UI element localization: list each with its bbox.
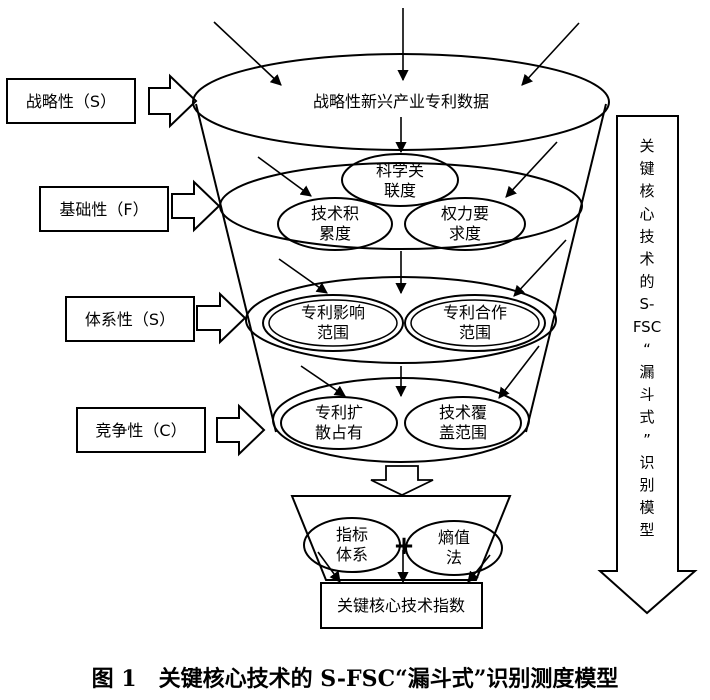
node-tech-accumulation-text-1: 技术积 [311, 204, 359, 223]
node-spread-text-1: 专利扩 [315, 403, 363, 422]
node-indicator-text-1: 指标 [336, 525, 368, 544]
node-spread-ellipse [280, 396, 398, 450]
arrow-to-influence [278, 258, 328, 294]
right-arrow-char: 型 [639, 521, 654, 539]
node-indicator-text-2: 体系 [336, 545, 368, 564]
label-competition: 竞争性（C） [95, 421, 186, 440]
arrow-in-top-right [521, 22, 580, 86]
node-entropy-ellipse [405, 520, 503, 576]
node-entropy-text-2: 法 [446, 548, 462, 567]
right-arrow-char: 斗 [639, 386, 654, 404]
node-entropy-text-1: 熵值 [438, 528, 470, 547]
arrow-to-output-left [317, 551, 341, 583]
right-arrow-char: FSC [633, 318, 661, 336]
right-arrow-char: 模 [639, 499, 654, 517]
node-influence-ellipse [262, 294, 404, 352]
down-block-arrow [370, 465, 434, 496]
block-arrow-foundation [171, 179, 221, 233]
right-arrow-char: ” [643, 431, 651, 449]
right-arrow-char: 键 [639, 160, 654, 178]
right-big-down-arrow [597, 115, 698, 615]
output-text: 关键核心技术指数 [337, 596, 465, 615]
arrow-to-output-right [467, 554, 491, 583]
node-tech-accumulation-ellipse [277, 197, 393, 251]
node-influence-text-2: 范围 [317, 323, 349, 342]
label-box-system [65, 296, 195, 342]
right-arrow-char: 关 [639, 137, 654, 155]
right-arrow-char: 技 [639, 227, 654, 245]
arrow-to-cooperation [513, 239, 567, 297]
node-influence-ellipse-inner [268, 299, 398, 347]
node-cooperation-ellipse [404, 294, 546, 352]
right-arrow-char: 式 [639, 408, 654, 426]
label-system: 体系性（S） [85, 310, 175, 329]
arrow-in-top-left [213, 21, 282, 86]
node-tech-accumulation-text-2: 累度 [319, 224, 351, 243]
right-arrow-char: 核 [639, 182, 654, 200]
arrow-to-coverage [498, 345, 540, 399]
arrow-to-tech-accumulation [257, 156, 312, 197]
node-rights-requirement-text-2: 求度 [449, 224, 481, 243]
node-science-text-2: 联度 [384, 181, 416, 200]
right-arrow-char: S- [640, 295, 655, 313]
node-coverage-ellipse [404, 396, 522, 450]
node-rights-requirement-ellipse [404, 197, 526, 251]
node-cooperation-ellipse-inner [410, 299, 540, 347]
label-box-foundation [39, 186, 169, 232]
figure-caption: 图 1 关键核心技术的 S-FSC“漏斗式”识别测度模型 [92, 666, 619, 692]
right-arrow-char: 别 [639, 476, 654, 494]
node-top-text: 战略性新兴产业专利数据 [313, 92, 489, 111]
node-science-text-1: 科学关 [376, 161, 424, 180]
node-rights-requirement-text-1: 权力要 [441, 204, 489, 223]
right-arrow-char: “ [643, 340, 651, 358]
right-arrow-char: 漏 [639, 363, 654, 381]
node-cooperation-text-1: 专利合作 [443, 303, 507, 322]
node-cooperation-text-2: 范围 [459, 323, 491, 342]
right-arrow-char: 术 [639, 250, 654, 268]
node-spread-text-2: 散占有 [315, 423, 363, 442]
right-arrow-char: 的 [639, 273, 654, 291]
funnel-right-edge [525, 103, 607, 433]
funnel-left-edge [195, 103, 277, 433]
node-coverage-text-1: 技术覆 [439, 403, 487, 422]
label-foundation: 基础性（F） [59, 200, 148, 219]
node-indicator-ellipse [303, 517, 401, 573]
block-arrow-strategic [148, 73, 198, 129]
arrow-to-rights-requirement [505, 141, 558, 198]
right-arrow-char: 心 [639, 205, 654, 223]
label-box-competition [76, 407, 206, 453]
node-influence-text-1: 专利影响 [301, 303, 365, 322]
node-coverage-text-2: 盖范围 [439, 423, 487, 442]
label-strategic: 战略性（S） [26, 92, 116, 111]
block-arrow-system [196, 291, 247, 345]
arrow-to-spread [300, 365, 346, 397]
node-science-ellipse [341, 153, 459, 207]
right-arrow-char: 识 [639, 453, 654, 471]
plus-sign: + [393, 531, 415, 561]
block-arrow-competition [216, 403, 266, 457]
label-box-strategic [6, 78, 136, 124]
